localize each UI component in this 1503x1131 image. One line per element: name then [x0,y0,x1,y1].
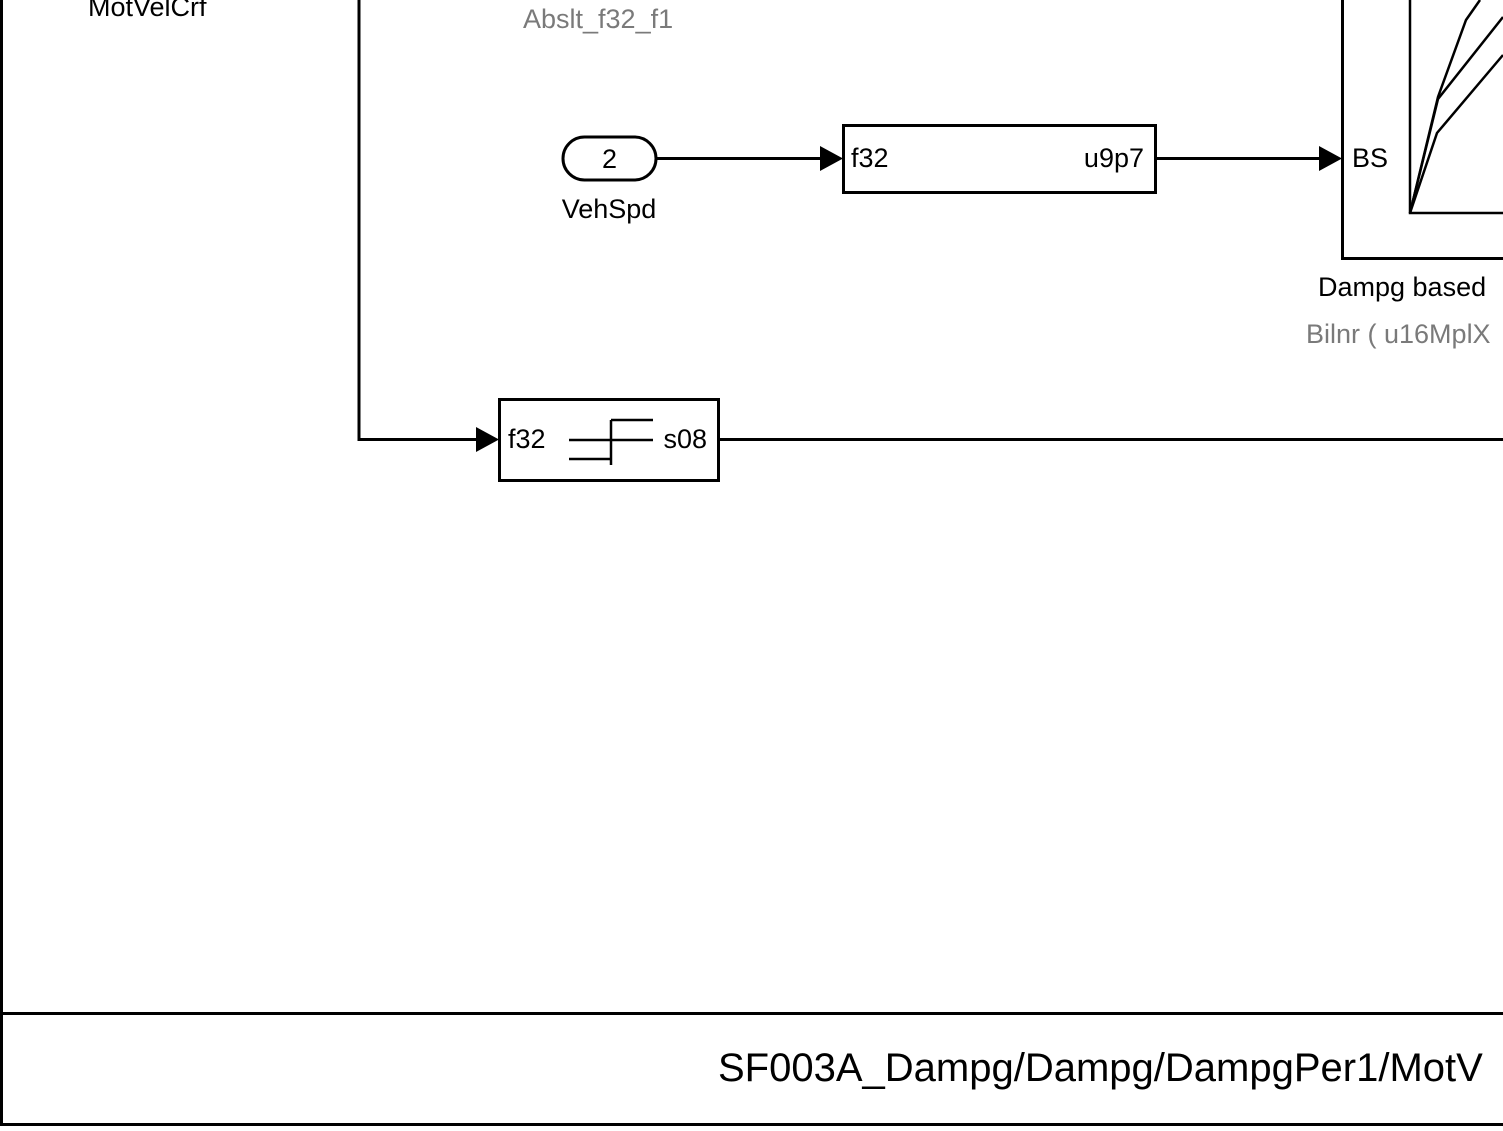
lookup-block-title: Dampg based [1318,272,1486,302]
lookup-in-port: BS [1352,143,1388,173]
convert-out-port: u9p7 [1084,143,1144,173]
convert-block[interactable]: f32 u9p7 [842,124,1157,194]
inport-number: 2 [602,144,617,174]
lookup-block-subtitle: Bilnr ( u16MplX [1306,319,1491,349]
inport-name: VehSpd [562,194,657,224]
signal-line-motvelcrf[interactable] [357,0,478,441]
convert-in-port: f32 [851,143,889,173]
sign-out-port: s08 [663,424,707,454]
inport-vehspd[interactable]: 2 [561,135,658,182]
footer-model-path: SF003A_Dampg/Dampg/DampgPer1/MotV [718,1046,1483,1090]
arrowhead-convert-in [820,146,843,171]
abslt-block-name: Abslt_f32_f1 [523,4,673,34]
lookup-block[interactable]: BS [1341,0,1503,260]
lookup-curve-icon [1408,0,1503,215]
sign-in-port: f32 [508,424,546,454]
step-icon [569,418,653,465]
arrowhead-sign-in [476,427,499,452]
motvelcrf-label: MotVelCrf [88,0,207,22]
sign-block[interactable]: f32 s08 [498,398,720,482]
arrowhead-lookup-in [1319,146,1342,171]
